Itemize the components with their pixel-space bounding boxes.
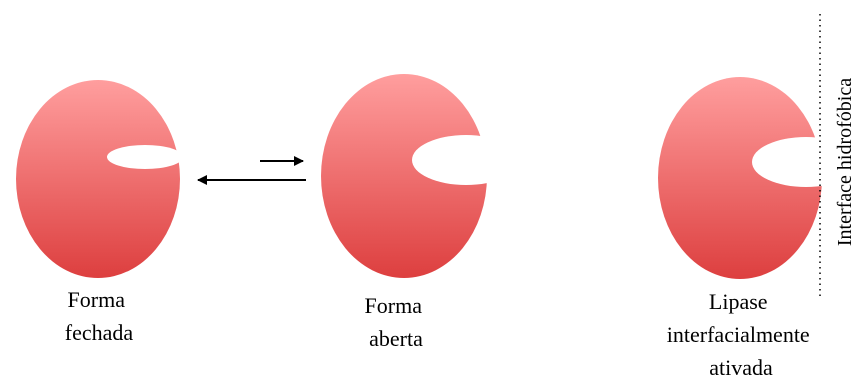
lipase-activated-form	[658, 77, 858, 279]
open-form-caption-line-2: aberta	[369, 326, 423, 351]
lipase-closed-form	[16, 80, 183, 278]
interface-label: Interface hidrofóbica	[834, 78, 856, 246]
lipase-closed-pocket	[107, 145, 183, 169]
lipase-activated-body	[658, 77, 822, 279]
activated-caption: Lipase interfacialmente ativada	[667, 289, 815, 380]
lipase-open-form	[321, 74, 520, 278]
open-form-caption-line-1: Forma	[365, 293, 423, 318]
lipase-open-pocket	[412, 135, 520, 185]
closed-form-caption-line-1: Forma	[68, 287, 126, 312]
lipase-closed-body	[16, 80, 180, 278]
lipase-activated-pocket	[752, 137, 858, 187]
lipase-open-body	[321, 74, 487, 278]
activated-caption-line-1: Lipase	[709, 289, 768, 314]
open-form-caption: Forma aberta	[365, 293, 428, 351]
activated-caption-line-2: interfacialmente	[667, 322, 810, 347]
closed-form-caption: Forma fechada	[65, 287, 134, 345]
equilibrium-arrows	[197, 156, 306, 185]
closed-form-caption-line-2: fechada	[65, 320, 134, 345]
activated-caption-line-3: ativada	[709, 355, 773, 380]
